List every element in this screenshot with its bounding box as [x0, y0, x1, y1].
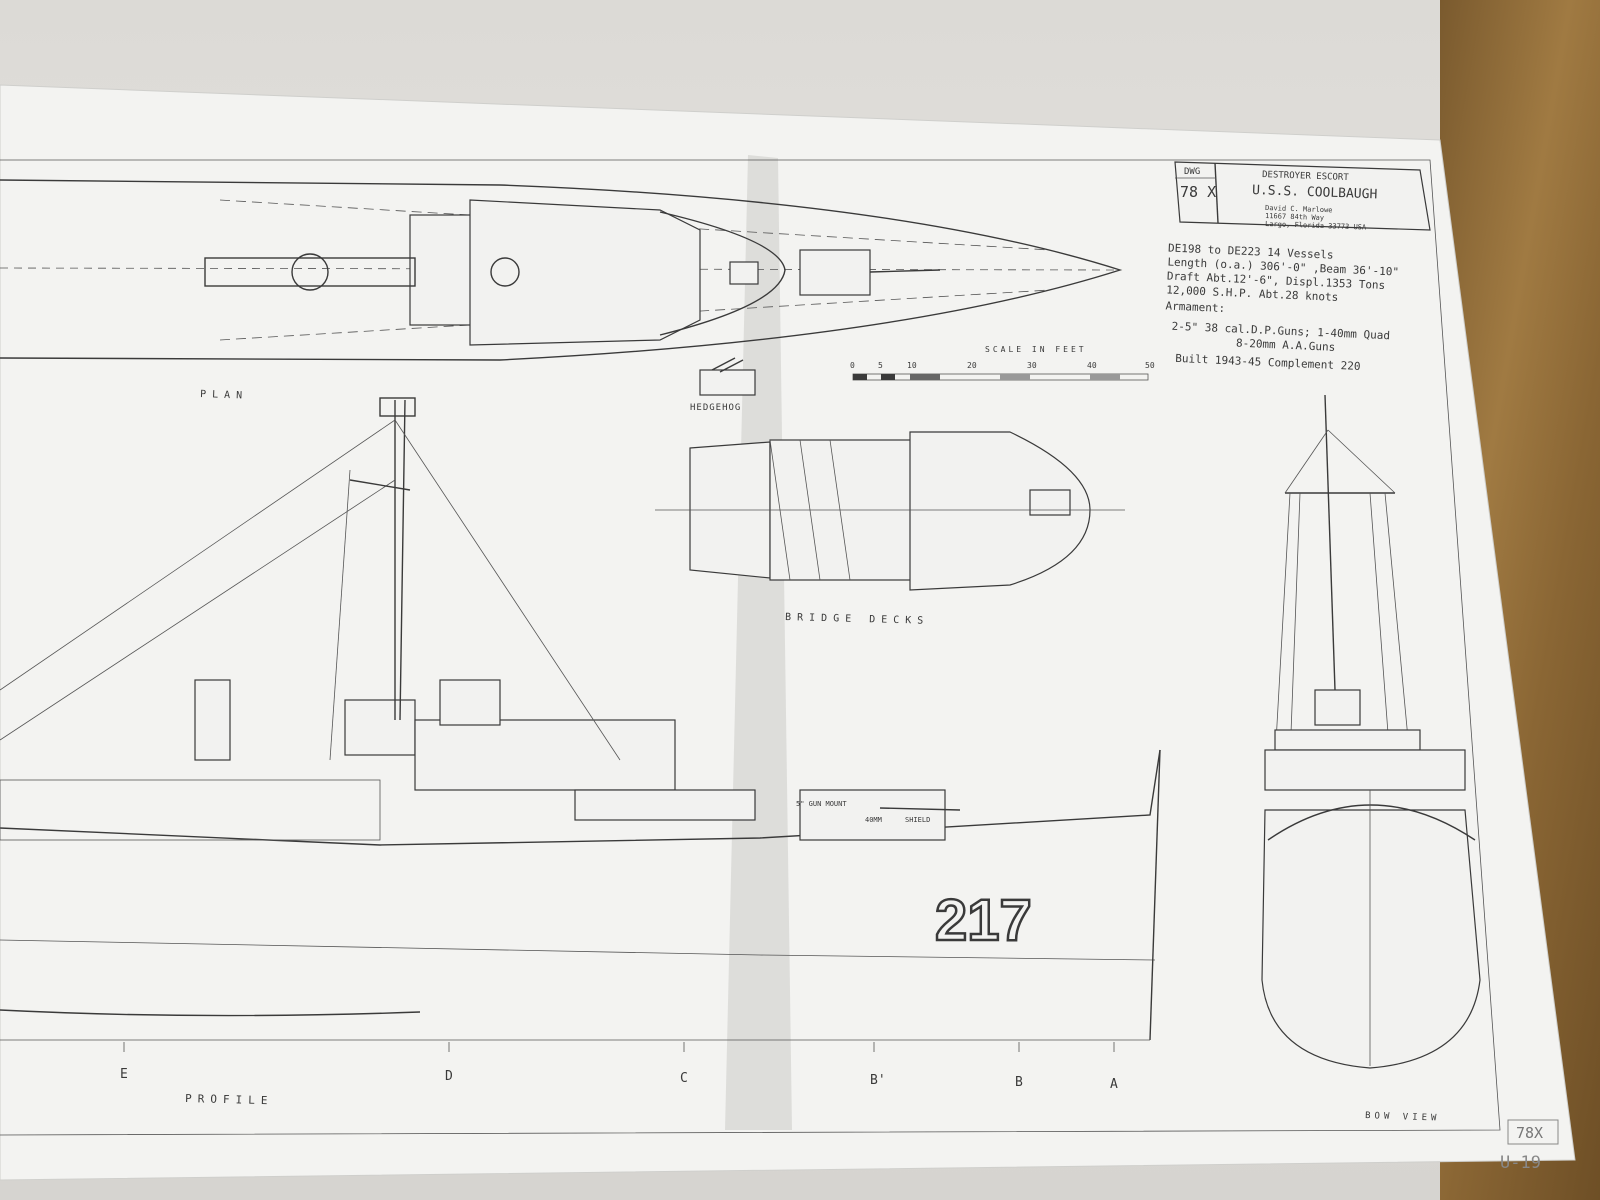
profile-label: PROFILE: [185, 1092, 274, 1107]
drawing-border: [0, 159, 1501, 1136]
drawing-code-label: DWG: [1184, 167, 1200, 177]
station-letter: D: [445, 1069, 453, 1084]
profile-view: 5" GUN MOUNT SHIELD 40MM 217 PROFILE E D C…: [0, 397, 1161, 1107]
ship-type: DESTROYER ESCORT: [1262, 170, 1350, 183]
hull-number: 217: [935, 888, 1032, 953]
plan-view: PLAN: [0, 179, 1123, 402]
bow-bridge: [1264, 749, 1466, 791]
profile-sheer-line: [0, 749, 1161, 846]
station-letter: E: [120, 1067, 128, 1082]
scale-label: SCALE IN FEET: [985, 345, 1087, 354]
station-letter: C: [680, 1071, 688, 1086]
ship-name: U.S.S. COOLBAUGH: [1252, 183, 1378, 202]
station-letter: B': [870, 1073, 886, 1088]
scale-tick-label: 40: [1087, 361, 1097, 370]
scale-tick-label: 5: [878, 361, 883, 370]
plan-superstructure: [469, 199, 701, 346]
scale-tick-label: 30: [1027, 361, 1037, 370]
bow-hull-section: [1261, 809, 1481, 1069]
scale-tick-label: 20: [967, 361, 977, 370]
profile-mount-label: 5" GUN MOUNT: [796, 800, 847, 808]
scale-bar: SCALE IN FEET 0 5 10 20 30 40 50: [850, 345, 1155, 381]
sheet-number-box: [1507, 1119, 1559, 1145]
station-letter: A: [1110, 1077, 1118, 1092]
author-address-1: 11667 84th Way: [1265, 212, 1324, 222]
spec-armament-label: Armament:: [1165, 299, 1225, 315]
bridge-decks-view: BRIDGE DECKS: [655, 431, 1125, 627]
tape-strip: [725, 155, 792, 1130]
bow-mast: [1324, 394, 1336, 691]
drawing-code: 78 X: [1180, 183, 1216, 201]
station-letter: B: [1015, 1075, 1023, 1090]
title-block: DWG 78 X DESTROYER ESCORT U.S.S. COOLBAU…: [1174, 161, 1431, 232]
author-address-2: Largo, Florida 33773 USA: [1265, 220, 1367, 232]
spec-armament-2: 8-20mm A.A.Guns: [1236, 337, 1336, 354]
hedgehog-label: HEDGEHOG: [690, 403, 741, 413]
profile-shield-label: SHIELD: [905, 816, 930, 824]
profile-forward-gun-mount: [799, 789, 946, 841]
scale-tick-label: 0: [850, 361, 855, 370]
bow-view-label: BOW VIEW: [1365, 1111, 1441, 1124]
bridge-decks-label: BRIDGE DECKS: [785, 612, 929, 627]
plan-forward-gun: [799, 249, 871, 296]
scale-tick-label: 10: [907, 361, 917, 370]
author-name: David C. Marlowe: [1265, 204, 1333, 214]
bow-view: BOW VIEW: [1261, 394, 1481, 1124]
profile-superstructure: [414, 719, 676, 791]
plan-label: PLAN: [200, 389, 248, 402]
profile-gun-label: 40MM: [865, 816, 882, 824]
hedgehog-detail: HEDGEHOG: [690, 357, 756, 413]
scale-tick-label: 50: [1145, 361, 1155, 370]
sheet-number: 78X: [1516, 1124, 1543, 1142]
profile-funnel: [194, 679, 231, 761]
page-reference: U-19: [1500, 1153, 1541, 1173]
paper-sheet: [0, 84, 1576, 1181]
